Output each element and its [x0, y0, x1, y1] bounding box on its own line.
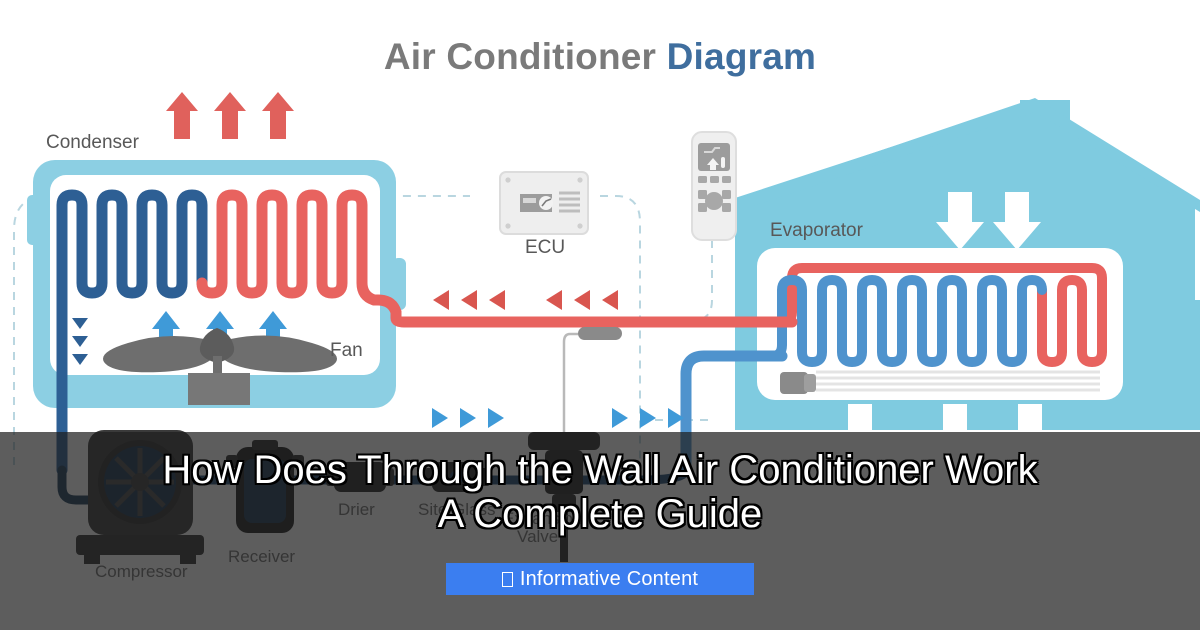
content-type-badge[interactable]: Informative Content — [446, 563, 754, 595]
page-title-part2: Diagram — [666, 36, 817, 77]
overlay-scrim — [0, 432, 1200, 630]
missing-glyph-icon — [501, 572, 513, 587]
page-title: Air Conditioner Diagram — [0, 36, 1200, 78]
page-title-part1: Air Conditioner — [383, 36, 667, 77]
content-type-badge-label: Informative Content — [519, 568, 699, 590]
overlay-headline: How Does Through the Wall Air Conditione… — [162, 448, 1038, 536]
